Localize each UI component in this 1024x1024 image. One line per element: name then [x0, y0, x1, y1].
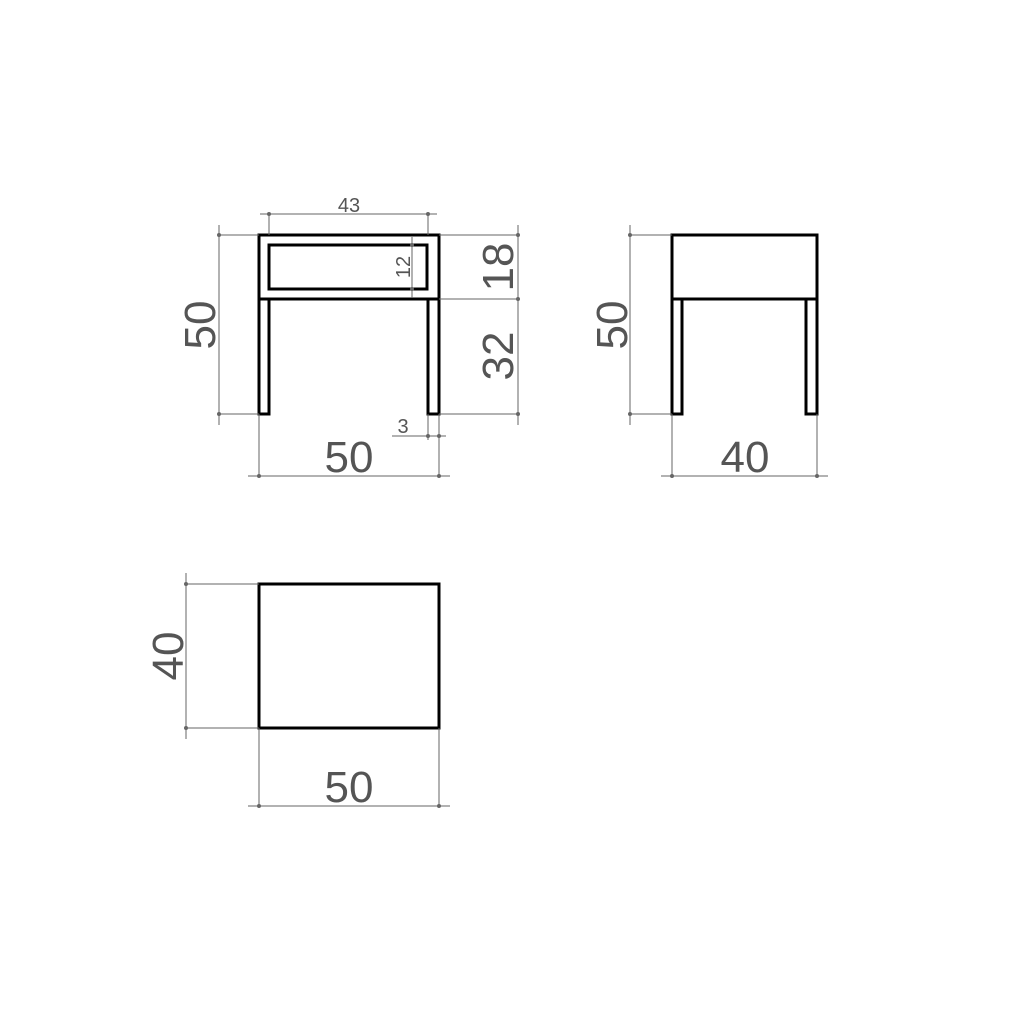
side-view-outline — [670, 233, 819, 416]
front-view: 43 12 50 18 32 — [176, 195, 523, 482]
front-right-leg — [426, 297, 441, 416]
dim-drawer-height: 12 — [393, 237, 415, 298]
dim-front-total-height: 50 — [176, 225, 259, 425]
dim-box-height-label: 18 — [474, 243, 523, 292]
dim-drawer-height-label: 12 — [393, 256, 415, 278]
front-cabinet-box — [257, 233, 441, 301]
dim-leg-thickness-label: 3 — [397, 416, 408, 438]
dim-side-depth-label: 40 — [721, 433, 770, 482]
dim-side-depth: 40 — [661, 414, 828, 482]
side-cabinet-box — [670, 233, 819, 301]
dim-drawer-width-label: 43 — [338, 195, 360, 217]
dim-front-total-width-label: 50 — [325, 433, 374, 482]
dim-top-depth-label: 40 — [144, 632, 193, 681]
top-view-outline — [257, 582, 441, 730]
dim-leg-height-label: 32 — [474, 332, 523, 381]
dim-leg-thickness: 3 — [392, 414, 446, 440]
dim-side-total-height-label: 50 — [588, 301, 637, 350]
dim-top-width: 50 — [248, 728, 450, 812]
dim-front-total-height-label: 50 — [176, 301, 225, 350]
side-view: 50 40 — [588, 225, 828, 482]
dim-top-width-label: 50 — [325, 763, 374, 812]
front-drawer — [267, 243, 429, 291]
front-view-outline — [257, 233, 441, 416]
dim-front-segment-heights: 18 32 — [439, 225, 523, 425]
side-left-leg — [670, 297, 684, 416]
dim-side-total-height: 50 — [588, 225, 672, 425]
side-right-leg — [804, 297, 819, 416]
dim-drawer-width: 43 — [260, 195, 437, 235]
front-left-leg — [257, 297, 271, 416]
dim-front-total-width: 50 — [248, 414, 450, 482]
top-view: 40 50 — [144, 573, 450, 812]
dim-top-depth: 40 — [144, 573, 259, 739]
